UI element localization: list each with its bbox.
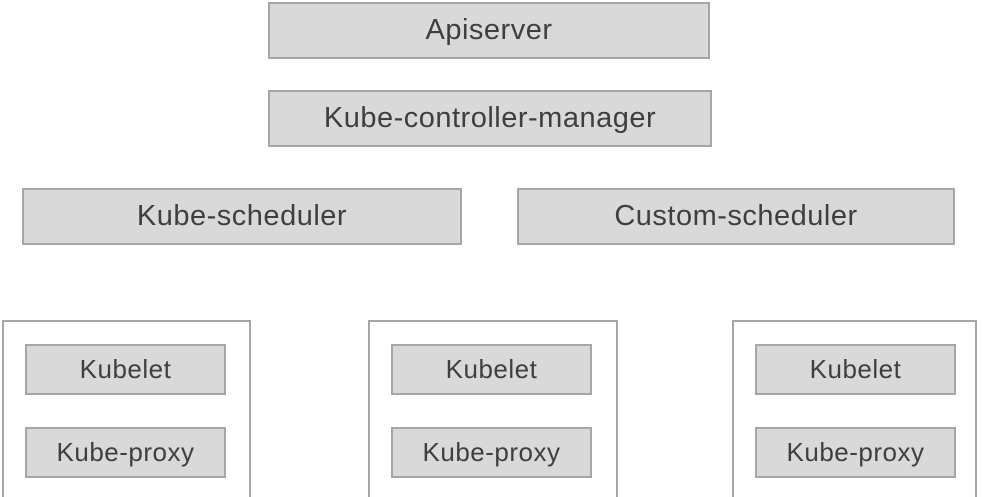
kube-scheduler-label: Kube-scheduler [136, 200, 348, 232]
kubelet-label: Kubelet [809, 354, 902, 384]
kubelet-box: Kubelet [25, 344, 226, 395]
kube-proxy-box: Kube-proxy [391, 427, 592, 478]
kube-controller-manager-label: Kube-controller-manager [323, 102, 657, 134]
kubelet-box: Kubelet [391, 344, 592, 395]
kube-proxy-box: Kube-proxy [25, 427, 226, 478]
kubelet-label: Kubelet [445, 354, 538, 384]
kubelet-box: Kubelet [755, 344, 956, 395]
kube-proxy-box: Kube-proxy [755, 427, 956, 478]
apiserver-label: Apiserver [425, 14, 553, 46]
kubelet-label: Kubelet [79, 354, 172, 384]
kube-controller-manager-box: Kube-controller-manager [268, 90, 712, 147]
custom-scheduler-box: Custom-scheduler [517, 188, 955, 245]
kube-proxy-label: Kube-proxy [422, 437, 561, 467]
custom-scheduler-label: Custom-scheduler [614, 200, 858, 232]
kube-proxy-label: Kube-proxy [786, 437, 925, 467]
kube-scheduler-box: Kube-scheduler [22, 188, 462, 245]
kube-proxy-label: Kube-proxy [56, 437, 195, 467]
worker-node-3: Kubelet Kube-proxy [732, 320, 977, 497]
worker-node-2: Kubelet Kube-proxy [368, 320, 618, 497]
apiserver-box: Apiserver [268, 2, 710, 59]
worker-node-1: Kubelet Kube-proxy [2, 320, 251, 497]
